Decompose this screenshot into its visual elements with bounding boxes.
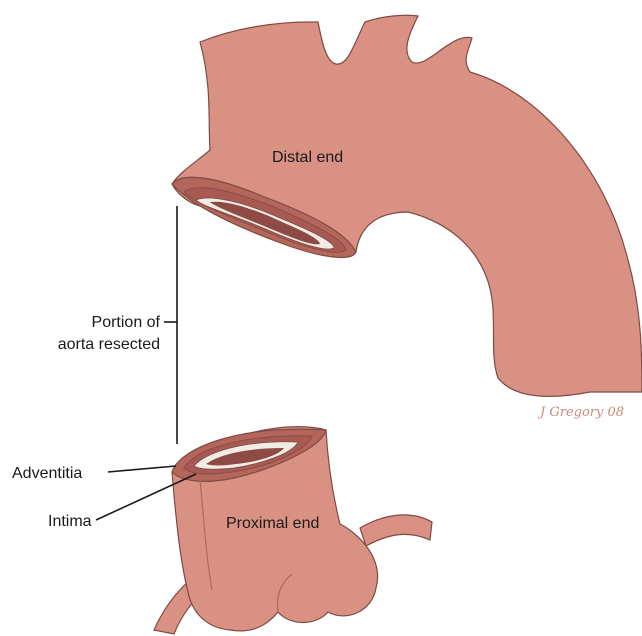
artist-signature: J Gregory 08 [537,405,624,420]
proximal-end-label: Proximal end [226,515,319,532]
adventitia-leader [108,466,176,472]
distal-end-arch [172,15,642,396]
coronary-artery-right [360,515,432,546]
portion-label-line1: Portion of [92,314,161,331]
adventitia-label: Adventitia [12,465,82,482]
intima-label: Intima [48,513,92,530]
distal-end-label: Distal end [272,149,343,166]
portion-label-line2: aorta resected [58,336,160,353]
